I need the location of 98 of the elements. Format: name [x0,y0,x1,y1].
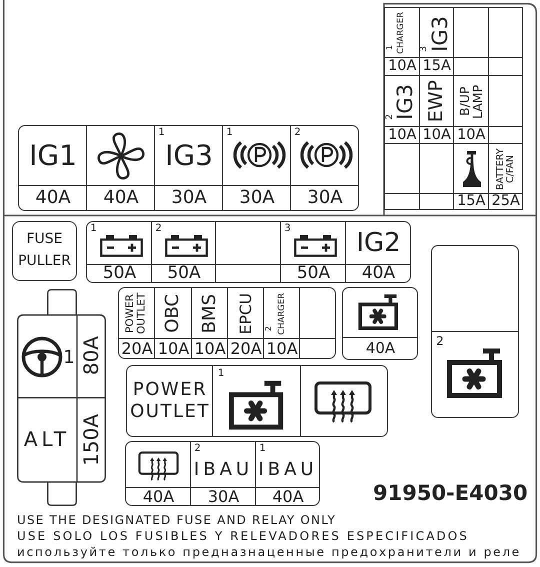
fuse-slot [118,287,156,360]
amperage-label: 30A [171,189,207,208]
position-number: 3 [420,46,430,52]
fuse-slot [384,75,420,144]
fuse-slot [86,125,156,212]
fuse-label: IG1 [29,141,77,171]
slot-label: FUSE PULLER [17,230,72,271]
amperage-label: 150A [80,414,102,466]
fuse-slot [191,287,228,360]
fuse-label: EPCU [238,292,254,334]
amperage-label: 25A [492,194,520,210]
amperage-label: 40A [103,189,139,208]
fuse-slot [299,287,336,360]
position-number: 1 [226,128,233,138]
position-number: 1 [90,224,97,234]
fuse-label: IBAU [194,460,254,480]
fuse-label: EWP [426,80,447,123]
fuse-slot [488,7,524,76]
position-number: 2 [265,326,274,332]
amperage-label: 50A [296,265,330,283]
fuse-slot [384,143,420,210]
fuse-slot [86,221,152,284]
fuse-label: IG2 [356,230,401,258]
instruction-text: используйте только предназнаценные предохранители и реле [17,545,521,560]
fuse-slot [190,441,256,506]
fuse-slot [280,221,346,284]
amperage-label: 30A [208,488,240,506]
relay-slot [212,365,302,438]
instruction-text: USE THE DESIGNATED FUSE AND RELAY ONLY [17,513,336,528]
fuse-slot [384,7,420,76]
relay-slot [342,287,418,360]
fuse-label: B/UP LAMP [458,83,484,121]
position-number: 1 [259,444,266,454]
amperage-label: 50A [167,265,201,283]
fuse-slot [154,125,224,212]
fuse-label: BMS [200,294,220,334]
fuse-slot [18,125,88,212]
fuse-label: BATTERY C/FAN [496,147,516,192]
amperage-label: 40A [362,265,396,283]
fuse-label: IG3 [165,141,213,171]
position-number: 2 [294,128,301,138]
relay-slot [300,365,388,438]
fuse-label: CHARGER [278,292,286,334]
amperage-label: 10A [158,340,190,358]
amperage-label: 10A [388,59,416,75]
amperage-label: 40A [142,488,174,506]
relay-label: POWER OUTLET [129,378,211,424]
fuse-label: POWER OUTLET [125,292,149,336]
fuse-slot [151,221,216,284]
amperage-label: 10A [388,128,416,144]
fuse-label: CHARGER [397,12,406,54]
fuse-slot [222,125,292,212]
position-number: 2 [155,224,162,234]
fuse-slot [488,143,524,210]
fuse-slot [255,441,320,506]
position-number: 3 [284,224,291,234]
relay-slot [126,365,214,438]
position-number: 2 [386,114,396,120]
amperage-label: 40A [272,488,304,506]
amperage-label: 15A [422,59,451,75]
fusible-link-slot [17,397,106,506]
fuse-slot [125,441,192,506]
relay-slot [431,245,520,418]
amperage-label: 40A [35,189,71,208]
amperage-label: 10A [422,128,451,144]
fuse-slot [227,287,264,360]
fuse-slot [154,287,192,360]
amperage-label: 40A [366,341,396,357]
instruction-text: USE SOLO LOS FUSIBLES Y RELEVADORES ESPECIFICADOS [17,529,469,544]
fuse-label: IG3 [394,84,417,120]
fuse-label: OBC [164,294,183,333]
amperage-label: 30A [239,189,275,208]
fuse-slot [488,75,524,144]
position-number: 2 [436,334,444,348]
amperage-label: 30A [307,189,343,208]
fuse-slot [215,221,282,284]
position-number: 1 [63,348,75,368]
fuse-label: ALT [24,429,70,450]
fuse-label: IG3 [428,16,452,52]
fuse-label: IBAU [258,460,318,480]
position-number: 1 [386,44,395,50]
fuse-slot [263,287,300,360]
part-number: 91950-E4030 [373,481,528,505]
amperage-label: 10A [194,340,226,358]
fusible-link-slot [17,289,106,397]
position-number: 1 [158,128,165,138]
amperage-label: 80A [80,336,102,376]
position-number: 2 [194,444,201,454]
amperage-label: 20A [230,340,262,358]
fuse-puller-slot [12,221,78,282]
fuse-slot [345,221,412,284]
position-number: 1 [218,369,224,380]
amperage-label: 50A [102,265,136,283]
amperage-label: 15A [457,194,486,210]
fuse-slot [290,125,360,212]
amperage-label: 20A [121,340,153,358]
amperage-label: 10A [266,340,298,358]
amperage-label: 10A [457,128,486,144]
